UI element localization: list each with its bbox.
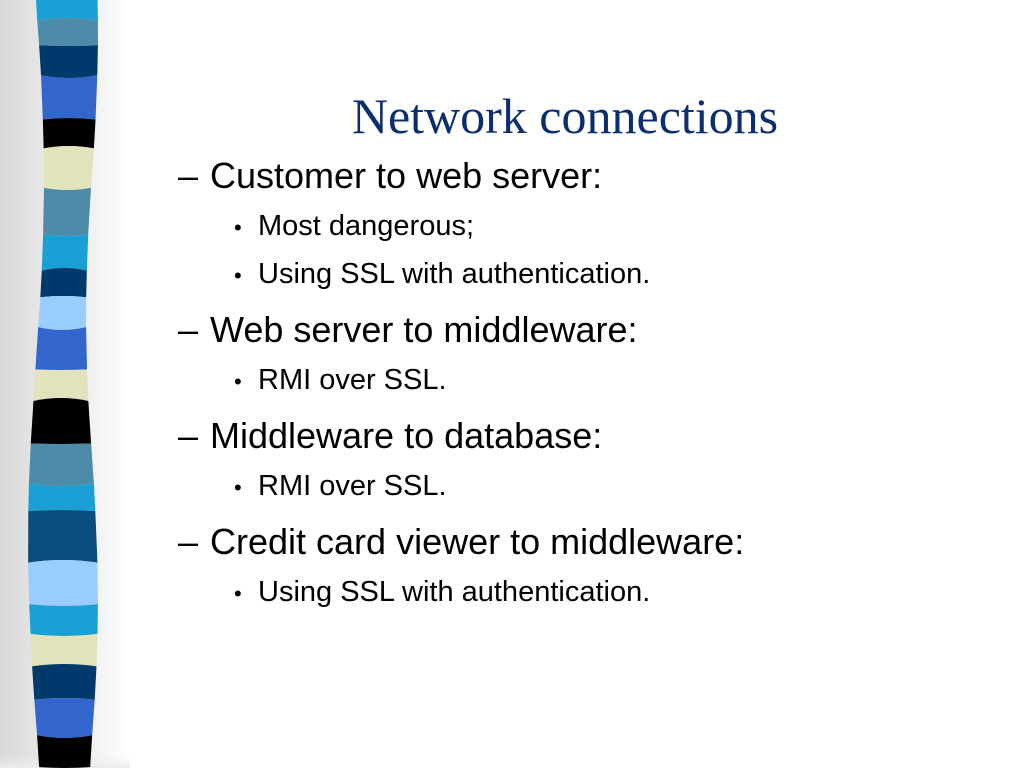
slide-title: Network connections xyxy=(351,88,779,144)
color-band-segment xyxy=(30,398,92,444)
bullet-marker: • xyxy=(234,581,242,606)
bullet-marker: • xyxy=(234,263,242,288)
list-item: –Middleware to database: xyxy=(178,410,1008,462)
list-item-text: Credit card viewer to middleware: xyxy=(210,521,745,562)
bullet-marker: • xyxy=(234,369,242,394)
dash-marker: – xyxy=(178,521,199,562)
color-band-segment xyxy=(41,234,89,271)
color-band-segment xyxy=(33,369,89,401)
dash-marker: – xyxy=(178,415,199,456)
list-item: –Web server to middleware: xyxy=(178,304,1008,356)
color-band-segment xyxy=(28,443,94,486)
list-item: –Credit card viewer to middleware: xyxy=(178,516,1008,568)
color-band-segment xyxy=(42,118,96,149)
sub-list-item-text: Using SSL with authentication. xyxy=(258,576,651,608)
color-band-segment xyxy=(40,268,87,298)
dash-marker: – xyxy=(178,155,199,196)
color-band-segment xyxy=(41,75,98,120)
sub-list-item-text: RMI over SSL. xyxy=(258,470,447,502)
bullet-marker: • xyxy=(234,215,242,240)
sub-list-item: • Most dangerous; xyxy=(178,202,1008,250)
list-item-text: Web server to middleware: xyxy=(210,309,638,350)
decorative-color-band xyxy=(28,0,98,768)
sub-list-item-text: Using SSL with authentication. xyxy=(258,258,651,290)
color-band-segment xyxy=(34,698,95,738)
dash-marker: – xyxy=(178,309,199,350)
color-band-segment xyxy=(43,146,94,190)
list-item-text: Middleware to database: xyxy=(210,415,603,456)
sub-list-item-text: Most dangerous; xyxy=(258,210,475,242)
color-band-segment xyxy=(38,296,87,330)
sub-list-item: • Using SSL with authentication. xyxy=(178,250,1008,298)
color-band-segment xyxy=(28,510,98,563)
bullet-marker: • xyxy=(234,475,242,500)
color-band-segment xyxy=(43,187,91,236)
color-band-segment xyxy=(28,560,98,606)
color-band-segment xyxy=(39,45,98,78)
color-band-segment xyxy=(28,483,96,512)
bullet-list: –Customer to web server: •Most dangerous… xyxy=(178,150,1008,616)
color-band-segment xyxy=(37,18,98,46)
color-band-segment xyxy=(37,735,93,768)
color-band-segment xyxy=(32,664,97,700)
list-item: –Customer to web server: xyxy=(178,150,1008,202)
sub-list-item: • Using SSL with authentication. xyxy=(178,568,1008,616)
color-band-segment xyxy=(30,633,98,667)
sub-list-item: • RMI over SSL. xyxy=(178,462,1008,510)
sub-list-item: • RMI over SSL. xyxy=(178,356,1008,404)
list-item-text: Customer to web server: xyxy=(210,155,603,196)
color-band-segment xyxy=(35,327,88,370)
sub-list-item-text: RMI over SSL. xyxy=(258,364,447,396)
color-band-segment xyxy=(29,604,98,636)
color-band-segment xyxy=(36,0,98,21)
